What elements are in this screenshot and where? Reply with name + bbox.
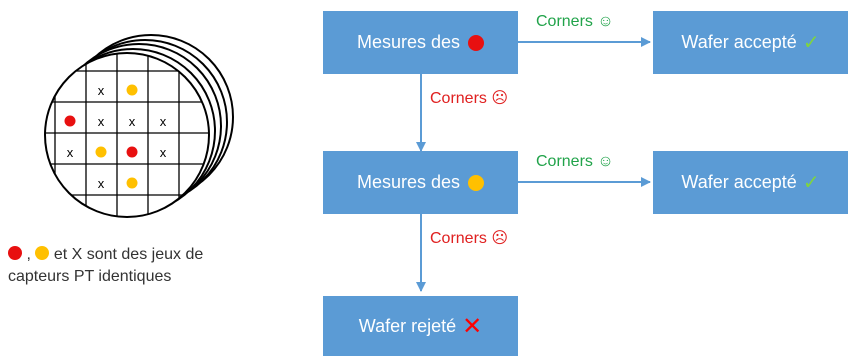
node-wafer-rejected: Wafer rejeté ✕ xyxy=(323,296,518,356)
edge-label-corners-ok-1: Corners ☺ xyxy=(536,13,614,30)
wafer-cell-yellow-dot xyxy=(126,177,138,189)
cross-icon: ✕ xyxy=(462,312,483,340)
node-label: Wafer rejeté xyxy=(358,315,457,336)
wafer-cell-x: x xyxy=(98,83,105,98)
wafer-cell-red-dot xyxy=(64,115,76,127)
node-wafer-accepted-1: Wafer accepté ✓ xyxy=(653,11,848,74)
caption-separator: , xyxy=(26,246,31,263)
edge-label-corners-ok-2: Corners ☺ xyxy=(536,153,614,170)
node-mesures-yellow: Mesures des xyxy=(323,151,518,214)
wafer-cell-x: x xyxy=(160,114,167,129)
check-icon: ✓ xyxy=(802,172,820,194)
wafer-cell-red-dot xyxy=(126,146,138,158)
wafer-front xyxy=(44,52,210,218)
node-label: Mesures des xyxy=(356,172,461,192)
node-wafer-accepted-2: Wafer accepté ✓ xyxy=(653,151,848,214)
legend-caption: , et X sont des jeux de capteurs PT iden… xyxy=(8,244,268,288)
red-dot-icon xyxy=(468,34,485,51)
wafer-cells: x x x x x x x xyxy=(64,83,167,191)
wafer-grid xyxy=(45,53,209,217)
yellow-dot-icon xyxy=(468,174,485,191)
wafer-cell-x: x xyxy=(160,145,167,160)
red-dot-icon xyxy=(8,246,22,260)
caption-text: et X sont des jeux de capteurs PT identi… xyxy=(8,246,204,285)
wafer-cell-x: x xyxy=(98,114,105,129)
node-label: Wafer accepté xyxy=(681,32,797,52)
wafer-cell-x: x xyxy=(67,145,74,160)
wafer-cell-yellow-dot xyxy=(95,146,107,158)
node-mesures-red: Mesures des xyxy=(323,11,518,74)
wafer-stack: x x x x x x x xyxy=(44,34,234,218)
check-icon: ✓ xyxy=(802,32,820,54)
wafer-cell-x: x xyxy=(129,114,136,129)
edge-label-corners-ko-2: Corners ☹ xyxy=(430,230,509,247)
edge-label-corners-ko-1: Corners ☹ xyxy=(430,90,509,107)
wafer-cell-x: x xyxy=(98,176,105,191)
yellow-dot-icon xyxy=(35,246,50,260)
node-label: Mesures des xyxy=(356,32,461,52)
node-label: Wafer accepté xyxy=(681,172,797,192)
wafer-cell-yellow-dot xyxy=(126,84,138,96)
